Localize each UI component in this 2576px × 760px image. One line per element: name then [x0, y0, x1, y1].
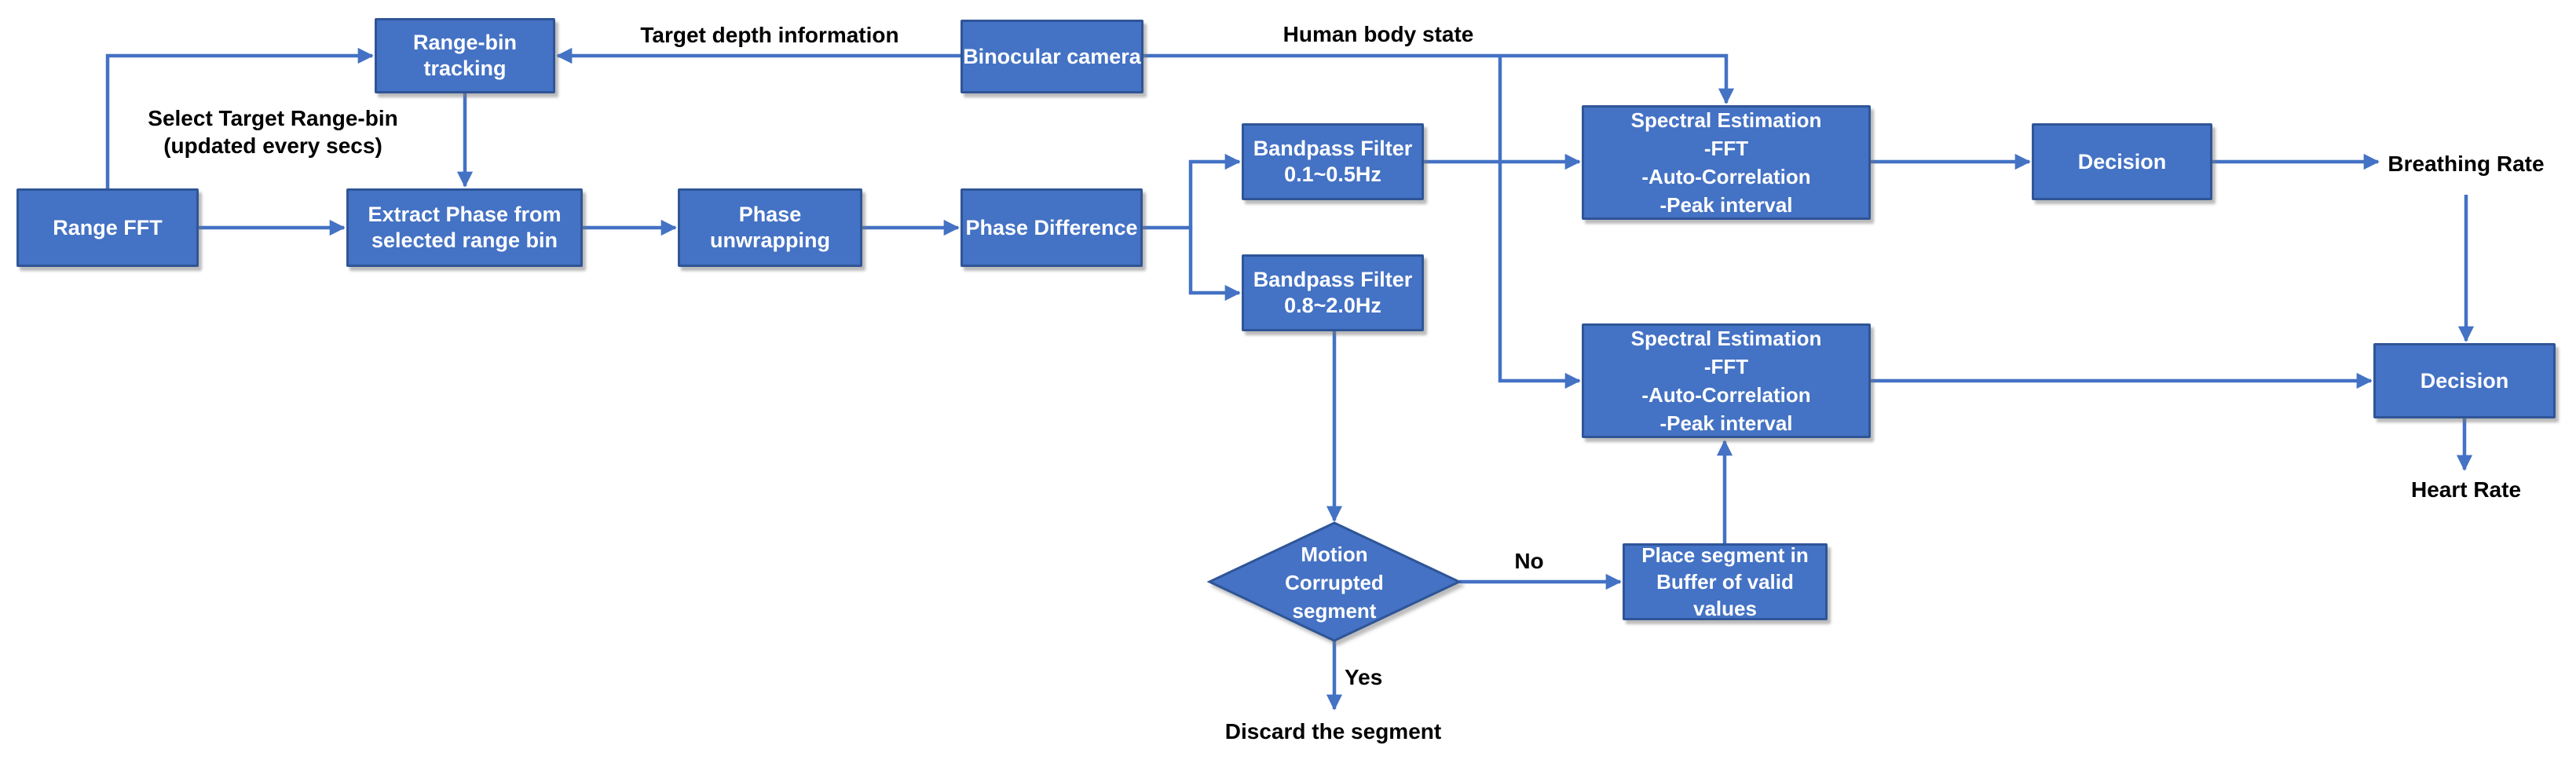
node-extract-phase: Extract Phase from selected range bin: [346, 188, 583, 267]
label-breathing-rate: Breathing Rate: [2388, 152, 2545, 176]
label-discard-the-segment: Discard the segment: [1224, 719, 1442, 744]
motion-corrupted-diamond-shape: [1206, 521, 1462, 642]
connector-binocular-camera-to-spectral-heart: [1498, 56, 1581, 389]
node-place-segment-buffer: Place segment in Buffer of valid values: [1623, 543, 1828, 620]
connector-phase-difference-to-bandpass-breathing: [1143, 153, 1241, 230]
node-binocular-camera: Binocular camera: [961, 20, 1143, 93]
node-phase-difference: Phase Difference: [961, 188, 1143, 267]
connector-phase-difference-to-bandpass-heart: [1188, 228, 1241, 301]
label-heart-rate: Heart Rate: [2410, 477, 2522, 502]
label-target-depth-information: Target depth information: [640, 23, 899, 47]
node-decision-breathing: Decision: [2032, 123, 2212, 200]
node-spectral-estimation-heart: Spectral Estimation -FFT -Auto-Correlati…: [1582, 323, 1871, 438]
connector-range-fft-to-range-bin-tracking: [105, 47, 374, 188]
label-human-body-state: Human body state: [1283, 22, 1474, 46]
label-yes-branch: Yes: [1345, 665, 1383, 689]
node-range-fft: Range FFT: [16, 188, 199, 267]
node-decision-heart: Decision: [2373, 343, 2556, 418]
label-no-branch: No: [1514, 549, 1544, 573]
node-range-bin-tracking: Range-bin tracking: [375, 18, 555, 93]
node-phase-unwrapping: Phase unwrapping: [678, 188, 862, 267]
label-select-target-range-bin: Select Target Range-bin (updated every s…: [148, 106, 398, 158]
motion-corrupted-diamond-label: Motion Corrupted segment: [1285, 543, 1384, 623]
node-bandpass-filter-heart: Bandpass Filter 0.8~2.0Hz: [1242, 254, 1424, 331]
connector-binocular-camera-to-spectral-breathing: [1143, 53, 1735, 104]
node-bandpass-filter-breathing: Bandpass Filter 0.1~0.5Hz: [1242, 123, 1424, 200]
node-spectral-estimation-breathing: Spectral Estimation -FFT -Auto-Correlati…: [1582, 105, 1871, 220]
